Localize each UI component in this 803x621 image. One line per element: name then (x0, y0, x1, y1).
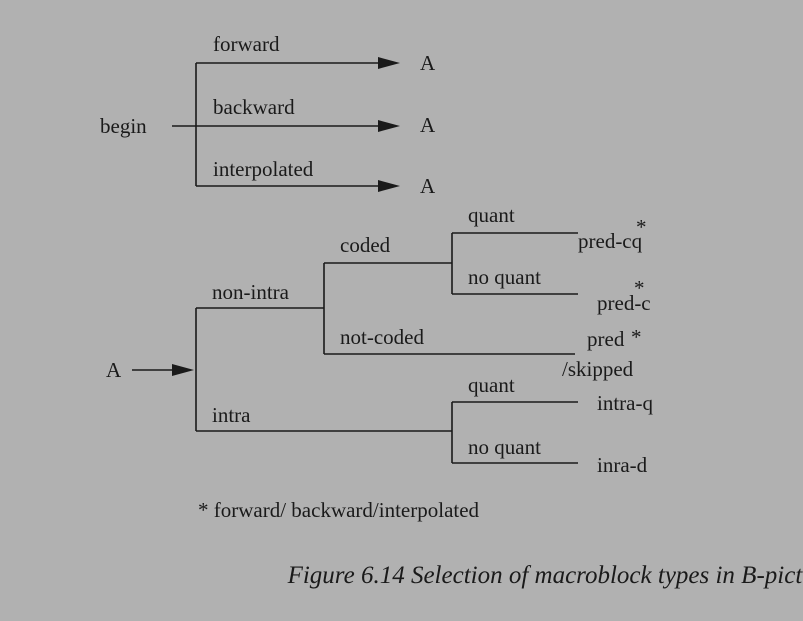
intra-d-label: inra-d (597, 453, 648, 477)
pred-cq-label: pred-cq (578, 229, 643, 253)
pred-cq-star: * (636, 215, 647, 239)
interpolated-target: A (420, 174, 436, 198)
interpolated-label: interpolated (213, 157, 314, 181)
forward-label: forward (213, 32, 280, 56)
not-coded-label: not-coded (340, 325, 424, 349)
top-tree: begin forward A backward A interpolated … (100, 32, 436, 198)
start-arrow-icon (172, 364, 194, 376)
skipped-label: /skipped (562, 357, 634, 381)
intra-q-label: intra-q (597, 391, 653, 415)
pred-label: pred (587, 327, 625, 351)
interpolated-arrow-icon (378, 180, 400, 192)
backward-label: backward (213, 95, 295, 119)
start-label: A (106, 358, 122, 382)
pred-c-star: * (634, 276, 645, 300)
no-quant-2-label: no quant (468, 435, 541, 459)
no-quant-1-label: no quant (468, 265, 541, 289)
non-intra-label: non-intra (212, 280, 290, 304)
forward-target: A (420, 51, 436, 75)
coded-label: coded (340, 233, 391, 257)
backward-arrow-icon (378, 120, 400, 132)
quant-1-label: quant (468, 203, 515, 227)
forward-arrow-icon (378, 57, 400, 69)
intra-label: intra (212, 403, 251, 427)
pred-c-label: pred-c (597, 291, 651, 315)
quant-2-label: quant (468, 373, 515, 397)
begin-label: begin (100, 114, 147, 138)
footnote: * forward/ backward/interpolated (198, 498, 480, 522)
figure-caption: Figure 6.14 Selection of macroblock type… (287, 562, 803, 589)
backward-target: A (420, 113, 436, 137)
bottom-tree: A non-intra coded quant pred-cq * no qua… (106, 203, 653, 477)
pred-star: * (631, 325, 642, 349)
